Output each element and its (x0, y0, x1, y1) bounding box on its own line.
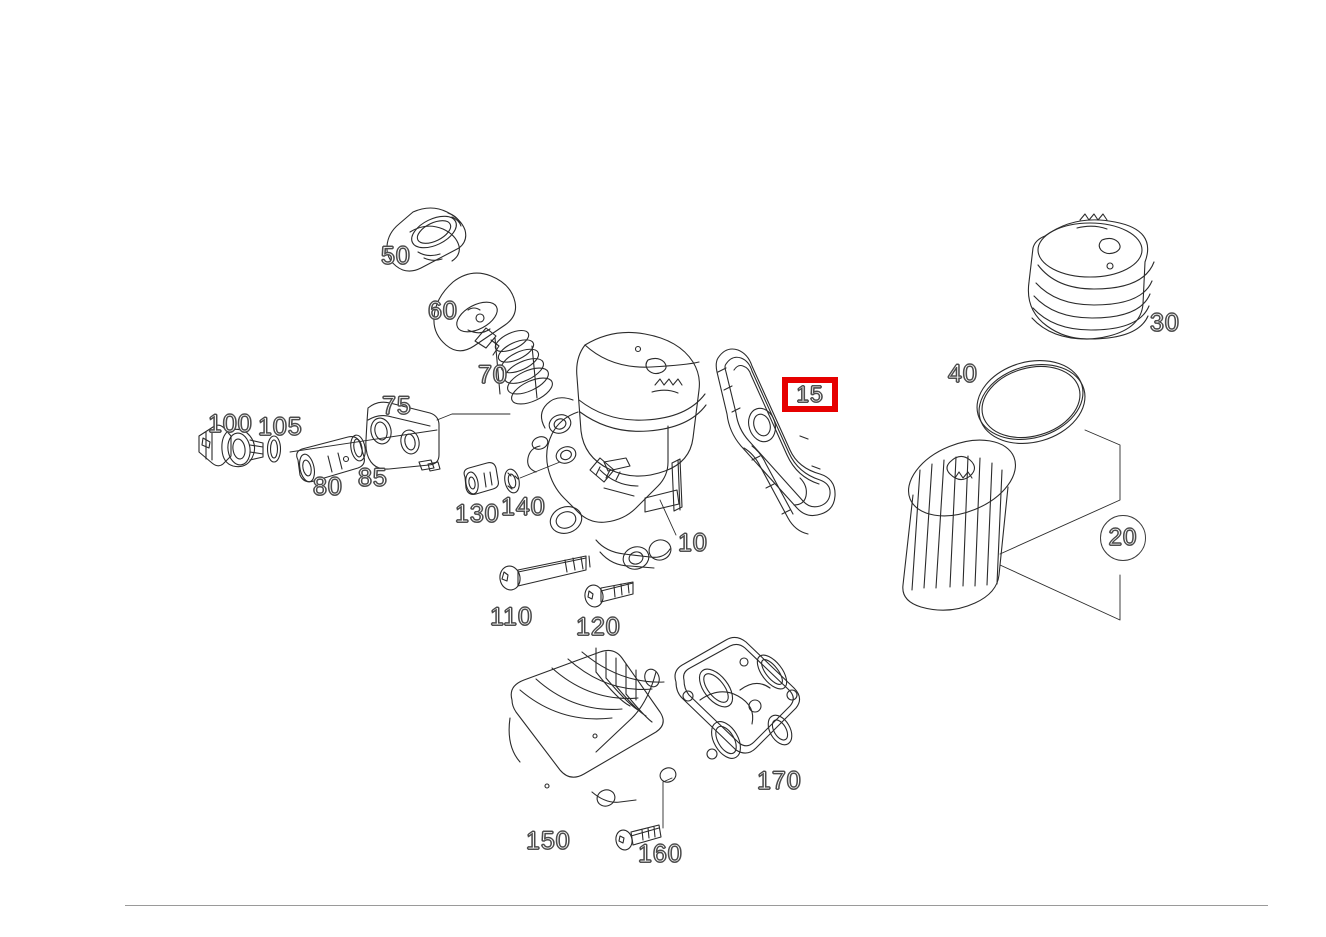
callout-170: 170 (756, 767, 802, 795)
callout-70: 70 (477, 361, 508, 389)
callout-160: 160 (637, 840, 683, 868)
part-160-bolt (615, 824, 662, 851)
callout-50: 50 (380, 242, 411, 270)
callout-105: 105 (257, 413, 303, 441)
part-120-bolt (584, 581, 634, 608)
part-60-valve (433, 272, 517, 356)
part-70-spring (494, 329, 553, 405)
callout-30: 30 (1149, 309, 1180, 337)
callout-140: 140 (500, 493, 546, 521)
callout-130: 130 (454, 500, 500, 528)
part-105-seal-ring (266, 435, 282, 463)
part-170-gasket (674, 636, 801, 760)
callout-85: 85 (357, 464, 388, 492)
callout-15-label: 15 (796, 381, 824, 407)
highlight-box-part-15[interactable]: 15 (782, 377, 838, 412)
part-50-cap (386, 207, 467, 272)
part-85-seal-ring (350, 434, 366, 462)
footer-divider (125, 905, 1268, 906)
part-15-gasket (715, 348, 836, 535)
part-110-bolt (499, 555, 591, 591)
callout-20-label: 20 (1108, 524, 1138, 551)
part-40-o-ring (976, 360, 1086, 444)
callout-120: 120 (575, 613, 621, 641)
part-100-sensor (198, 424, 264, 468)
callout-100: 100 (207, 410, 253, 438)
part-20-filter-element (902, 439, 1017, 611)
callout-10: 10 (677, 529, 708, 557)
callout-balloon-20: 20 (1100, 515, 1146, 561)
part-30-filter-cap (1027, 213, 1155, 340)
part-130-plug (463, 462, 499, 495)
callout-110: 110 (489, 603, 533, 631)
part-75-valve-housing (365, 401, 441, 472)
callout-40: 40 (947, 360, 978, 388)
part-10-housing (527, 331, 707, 570)
callout-150: 150 (525, 827, 571, 855)
part-140-washer (504, 468, 520, 494)
part-150-oil-cooler (508, 647, 677, 807)
callout-60: 60 (427, 297, 458, 325)
callout-80: 80 (312, 473, 343, 501)
callout-75: 75 (381, 392, 412, 420)
